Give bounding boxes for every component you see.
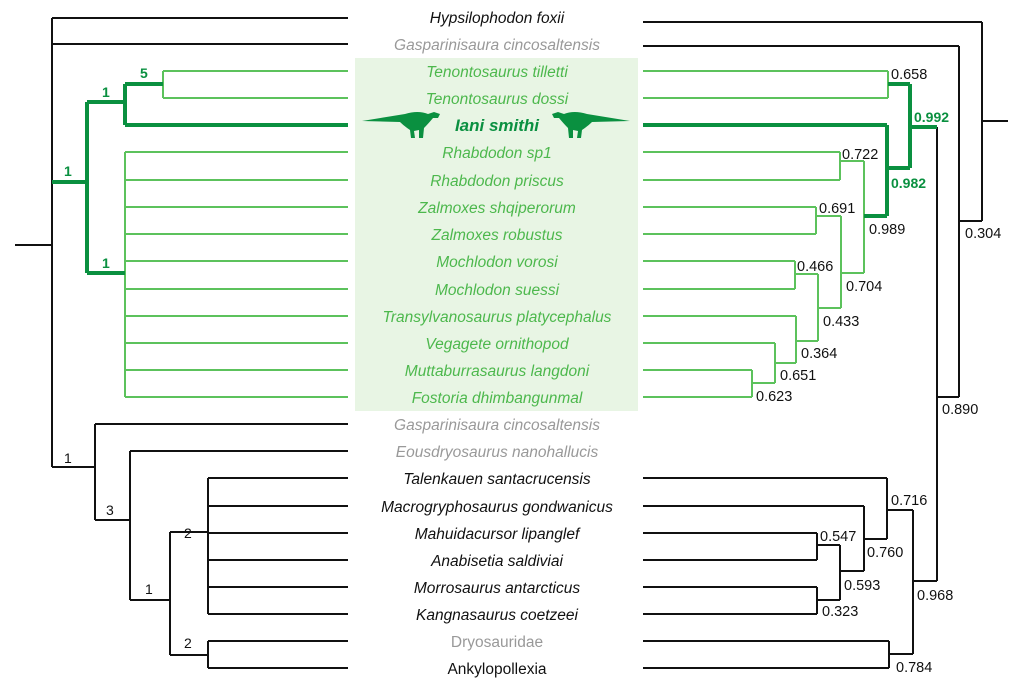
- taxon-label: Mochlodon suessi: [435, 282, 560, 299]
- posterior-0722: 0.722: [842, 147, 878, 163]
- support-green-upper: 1: [102, 84, 110, 100]
- taxon-label: Ankylopollexia: [447, 661, 546, 678]
- taxon-label: Tenontosaurus dossi: [426, 91, 569, 108]
- posterior-0593: 0.593: [844, 578, 880, 594]
- taxon-label: Zalmoxes shqiperorum: [417, 200, 576, 217]
- left-tree: 1 1 5 1 1 3 1 2 2: [15, 17, 348, 669]
- taxon-labels: Hypsilophodon foxii Gasparinisaura cinco…: [381, 10, 613, 678]
- taxon-label: Zalmoxes robustus: [431, 227, 563, 244]
- posterior-0364: 0.364: [801, 346, 837, 362]
- taxon-label: Muttaburrasaurus langdoni: [405, 363, 590, 380]
- support-green-root: 1: [64, 163, 72, 179]
- taxon-label-highlight: Iani smithi: [455, 116, 540, 135]
- posterior-0466: 0.466: [797, 259, 833, 275]
- right-tree: 0.304 0.890 0.968 0.992 0.658 0.982 0.98…: [643, 21, 1008, 676]
- iguanodontian-silhouette-icon: [362, 112, 440, 138]
- taxon-label: Anabisetia saldiviai: [430, 553, 563, 570]
- posterior-0658: 0.658: [891, 67, 927, 83]
- taxon-label: Gasparinisaura cincosaltensis: [394, 417, 600, 434]
- posterior-0304: 0.304: [965, 226, 1001, 242]
- support-dryo-ankylo: 2: [184, 635, 192, 651]
- posterior-0433: 0.433: [823, 314, 859, 330]
- taxon-label: Rhabdodon sp1: [442, 145, 551, 162]
- posterior-0691: 0.691: [819, 201, 855, 217]
- posterior-0623: 0.623: [756, 389, 792, 405]
- taxon-label: Hypsilophodon foxii: [430, 10, 565, 27]
- support-rhabdodontid: 1: [102, 255, 110, 271]
- iguanodontian-silhouette-icon: [552, 112, 630, 138]
- taxon-label: Gasparinisaura cincosaltensis: [394, 37, 600, 54]
- taxon-label: Fostoria dhimbangunmal: [412, 390, 583, 407]
- posterior-0890: 0.890: [942, 402, 978, 418]
- taxon-label: Talenkauen santacrucensis: [403, 471, 591, 488]
- posterior-0651: 0.651: [780, 368, 816, 384]
- taxon-label: Morrosaurus antarcticus: [414, 580, 581, 597]
- support-elasmaria: 2: [184, 525, 192, 541]
- support-lower-a: 3: [106, 502, 114, 518]
- taxon-label: Vegagete ornithopod: [425, 336, 570, 353]
- posterior-0760: 0.760: [867, 545, 903, 561]
- taxon-label: Transylvanosaurus platycephalus: [383, 309, 612, 326]
- taxon-label: Mochlodon vorosi: [436, 254, 558, 271]
- taxon-label: Mahuidacursor lipanglef: [415, 526, 581, 543]
- taxon-label: Macrogryphosaurus gondwanicus: [381, 499, 613, 516]
- taxon-label: Rhabdodon priscus: [430, 173, 564, 190]
- support-tenontosaurus: 5: [140, 65, 148, 81]
- posterior-0323: 0.323: [822, 604, 858, 620]
- posterior-0992: 0.992: [914, 109, 949, 125]
- taxon-label: Eousdryosaurus nanohallucis: [396, 444, 599, 461]
- posterior-0784: 0.784: [896, 660, 932, 676]
- posterior-0982: 0.982: [891, 175, 926, 191]
- posterior-0989: 0.989: [869, 222, 905, 238]
- posterior-0716: 0.716: [891, 493, 927, 509]
- posterior-0704: 0.704: [846, 279, 882, 295]
- support-lower-b: 1: [145, 581, 153, 597]
- posterior-0547: 0.547: [820, 529, 856, 545]
- taxon-label: Kangnasaurus coetzeei: [416, 607, 579, 624]
- taxon-label: Dryosauridae: [451, 634, 543, 651]
- posterior-0968: 0.968: [917, 588, 953, 604]
- taxon-label: Tenontosaurus tilletti: [426, 64, 568, 81]
- support-lower-root: 1: [64, 450, 72, 466]
